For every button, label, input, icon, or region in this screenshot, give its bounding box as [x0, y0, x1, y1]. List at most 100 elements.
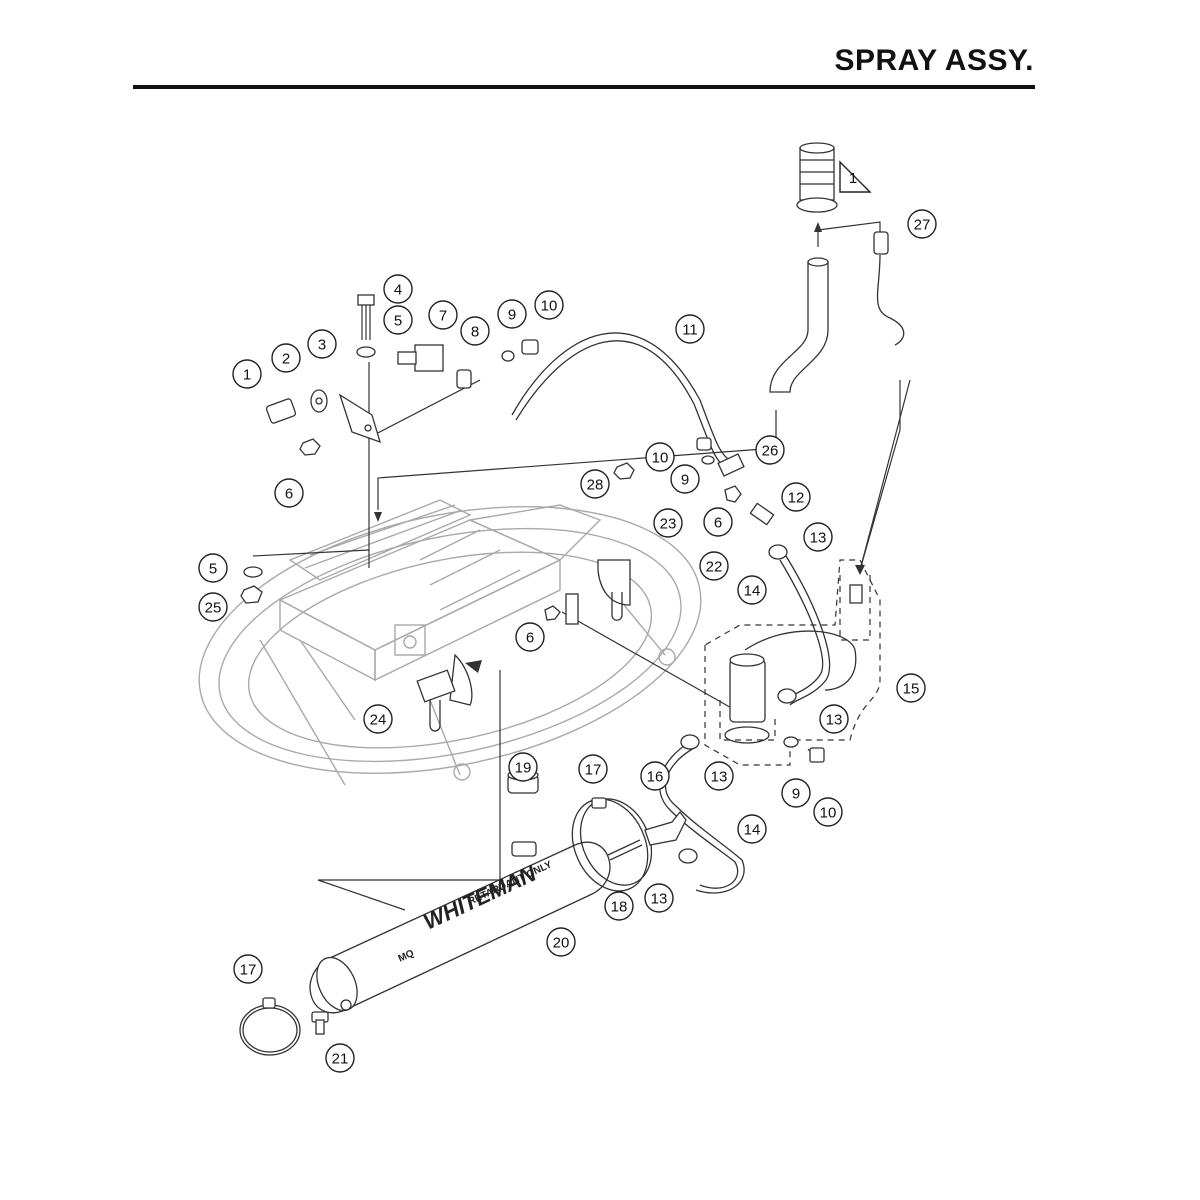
note-flag-label: 1: [849, 170, 857, 187]
callout-number: 6: [526, 630, 534, 647]
callout-circle: [670, 464, 700, 494]
callout-c7: 7: [428, 300, 458, 330]
callout-number: 21: [332, 1051, 349, 1068]
callout-c10c: 10: [813, 797, 843, 827]
callout-number: 5: [394, 313, 402, 330]
callout-c9c: 9: [781, 778, 811, 808]
callout-number: 12: [788, 490, 805, 507]
callout-c4: 4: [383, 274, 413, 304]
callout-circle: [813, 797, 843, 827]
callout-c22: 22: [699, 551, 729, 581]
callout-number: 25: [205, 600, 222, 617]
callout-circle: [737, 575, 767, 605]
callout-number: 11: [682, 322, 698, 339]
callout-number: 10: [652, 450, 669, 467]
callout-number: 13: [711, 769, 728, 786]
callout-number: 24: [370, 712, 387, 729]
callout-circle: [515, 622, 545, 652]
trowel-frame: [198, 499, 702, 786]
callout-c6b: 6: [703, 507, 733, 537]
callout-circle: [578, 754, 608, 784]
callout-c20: 20: [546, 927, 576, 957]
callout-circle: [363, 704, 393, 734]
parts: RETARDANT ONLY WHITEMAN MQ: [239, 142, 889, 1056]
callout-circle: [198, 592, 228, 622]
callout-number: 20: [553, 935, 570, 952]
callout-number: 19: [515, 760, 532, 777]
callout-circle: [325, 1043, 355, 1073]
callout-number: 22: [706, 559, 723, 576]
callout-c13a: 13: [803, 522, 833, 552]
callout-number: 8: [471, 324, 479, 341]
callout-number: 4: [394, 282, 402, 299]
callout-number: 3: [318, 337, 326, 354]
callout-c14b: 14: [737, 814, 767, 844]
callout-circle: [640, 761, 670, 791]
callout-c13d: 13: [644, 883, 674, 913]
callout-circle: [497, 299, 527, 329]
callout-circle: [675, 314, 705, 344]
callout-c25: 25: [198, 592, 228, 622]
callout-circle: [233, 954, 263, 984]
callout-circle: [907, 209, 937, 239]
callout-number: 23: [660, 516, 677, 533]
note-flag: 1: [839, 160, 872, 193]
callout-circle: [653, 508, 683, 538]
filter-screen: [796, 142, 838, 213]
callout-circle: [428, 300, 458, 330]
callout-c16: 16: [640, 761, 670, 791]
callout-c8: 8: [460, 316, 490, 346]
callout-circle: [383, 305, 413, 335]
callout-c2: 2: [271, 343, 301, 373]
callout-c26: 26: [755, 435, 785, 465]
callout-number: 6: [285, 486, 293, 503]
callout-number: 10: [541, 298, 558, 315]
callout-c9a: 9: [497, 299, 527, 329]
callout-number: 18: [611, 899, 628, 916]
callout-circle: [703, 507, 733, 537]
callout-c24: 24: [363, 704, 393, 734]
callout-circle: [604, 891, 634, 921]
callout-number: 13: [651, 891, 668, 908]
callout-circle: [704, 761, 734, 791]
callout-number: 9: [508, 307, 516, 324]
callout-number: 6: [714, 515, 722, 532]
callout-circle: [819, 704, 849, 734]
callout-circle: [232, 359, 262, 389]
callout-circle: [198, 553, 228, 583]
callout-c17b: 17: [233, 954, 263, 984]
callout-number: 2: [282, 351, 290, 368]
callout-circle: [644, 883, 674, 913]
callout-c23: 23: [653, 508, 683, 538]
callout-c9b: 9: [670, 464, 700, 494]
callout-number: 17: [585, 762, 602, 779]
callout-c13b: 13: [819, 704, 849, 734]
callout-c10a: 10: [534, 290, 564, 320]
callout-number: 14: [744, 822, 761, 839]
callout-c10b: 10: [645, 442, 675, 472]
callout-c5b: 5: [198, 553, 228, 583]
callout-number: 1: [243, 367, 251, 384]
callout-circle: [307, 329, 337, 359]
callout-circle: [755, 435, 785, 465]
callout-circle: [737, 814, 767, 844]
callout-circle: [781, 778, 811, 808]
callout-number: 9: [681, 472, 689, 489]
callout-c6a: 6: [274, 478, 304, 508]
callout-number: 13: [826, 712, 843, 729]
callout-c12: 12: [781, 482, 811, 512]
callout-c6c: 6: [515, 622, 545, 652]
callout-number: 14: [744, 583, 761, 600]
callout-number: 15: [903, 681, 920, 698]
callout-circle: [460, 316, 490, 346]
leader-lines: [252, 221, 911, 911]
callout-circle: [274, 478, 304, 508]
callout-number: 13: [810, 530, 827, 547]
callout-c17a: 17: [578, 754, 608, 784]
callout-circle: [803, 522, 833, 552]
callout-number: 28: [587, 477, 604, 494]
callout-number: 26: [762, 443, 779, 460]
callout-c19: 19: [508, 752, 538, 782]
callout-circle: [781, 482, 811, 512]
